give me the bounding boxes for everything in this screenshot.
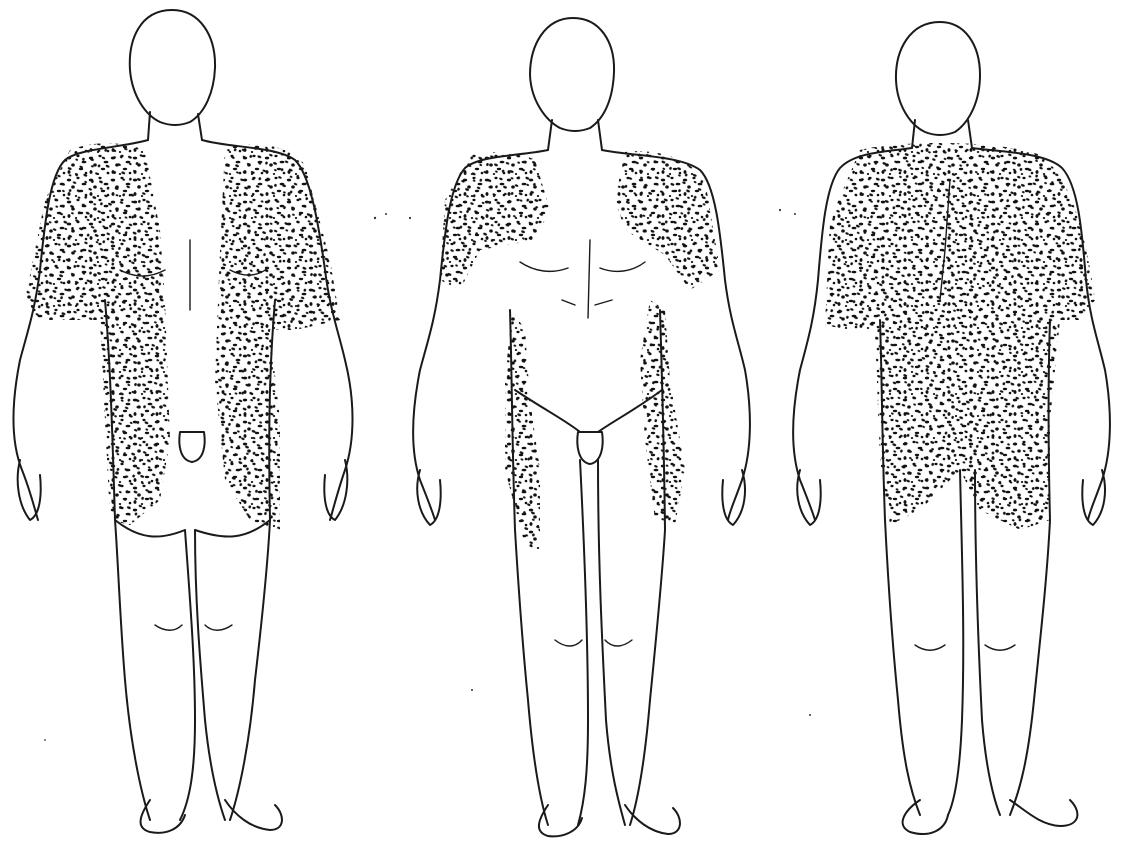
left-hand bbox=[417, 470, 440, 525]
right-foot bbox=[625, 805, 680, 834]
groin-detail bbox=[577, 432, 602, 464]
left-foot bbox=[141, 800, 185, 833]
head-outline bbox=[896, 22, 980, 135]
right-foot bbox=[225, 800, 282, 830]
figure-front-middle bbox=[413, 18, 750, 836]
left-foot bbox=[539, 805, 582, 836]
stippled-region-figure-2 bbox=[420, 140, 740, 560]
chest-detail bbox=[520, 240, 645, 318]
knee-detail bbox=[155, 625, 232, 630]
groin-detail bbox=[179, 432, 204, 462]
knee-detail bbox=[915, 645, 1015, 650]
figure-back-right bbox=[793, 22, 1110, 834]
head-outline bbox=[130, 10, 215, 125]
right-foot bbox=[1010, 800, 1077, 826]
figure-front-left bbox=[0, 10, 360, 833]
left-hand bbox=[797, 470, 820, 525]
left-foot bbox=[903, 800, 948, 834]
head-outline bbox=[530, 18, 614, 131]
right-hand bbox=[324, 460, 347, 520]
knee-detail bbox=[555, 640, 632, 646]
stippled-region-figure-1 bbox=[0, 130, 360, 550]
